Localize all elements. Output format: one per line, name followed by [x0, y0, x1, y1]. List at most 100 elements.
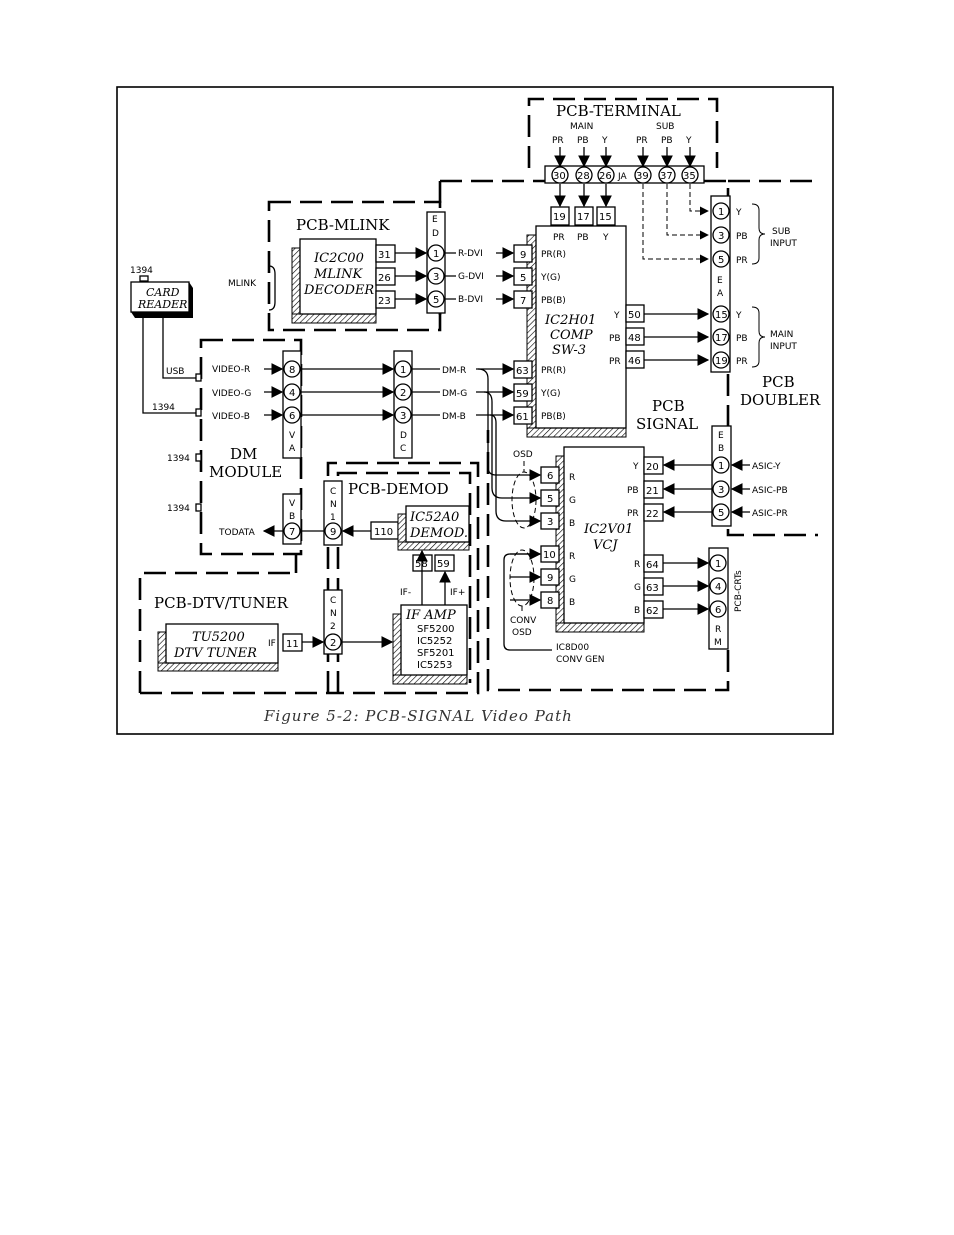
conv-gen-routes [503, 548, 552, 651]
vb-label-b: B [289, 512, 295, 522]
ic2c00-chip [291, 238, 377, 324]
rm-pins: 1 4 6 [709, 554, 727, 618]
main-input-label-1: MAIN [770, 330, 793, 340]
ifamp-part-1: SF5200 [417, 624, 455, 635]
ifamp-part-4: IC5253 [417, 660, 452, 671]
tuner-pin-11: 11 [286, 639, 299, 650]
usb-label: USB [166, 367, 184, 377]
comp-out-pins: Y PB PR 50 48 46 [609, 304, 645, 369]
ea-main-lbl-y: Y [735, 311, 742, 321]
vcj-out-lbl-g: G [634, 583, 641, 593]
comp-pin-15: 15 [599, 212, 612, 223]
vcj-conv-lbl-g: G [569, 575, 576, 585]
dc-pin-2: 2 [400, 388, 406, 399]
va-pins: 8 4 6 [283, 360, 301, 424]
comp-top-lbl-pr: PR [553, 233, 565, 243]
dm-g-label: DM-G [442, 389, 467, 399]
vb-pin-7: 7 [289, 527, 295, 538]
dm-ports [195, 373, 202, 512]
ea-pin-17: 17 [715, 333, 728, 344]
vcj-in-pins: Y PB PR 20 21 22 [627, 456, 664, 522]
terminal-pin-26: 26 [599, 171, 612, 182]
vcj-out-pins: R G B 64 63 62 [634, 554, 664, 619]
mlink-port [268, 265, 276, 311]
vcj-osd-pin-6: 6 [547, 471, 553, 482]
mlink-title: PCB-MLINK [296, 216, 390, 234]
ic2c00-line1: IC2C00 [313, 251, 364, 266]
card-reader [130, 281, 193, 318]
ea-main-lbl-pb: PB [736, 334, 748, 344]
terminal-sig-1: PR [552, 136, 564, 146]
terminal-main-label: MAIN [570, 122, 593, 132]
vb-label-v: V [289, 499, 296, 509]
dc-label-d: D [400, 431, 407, 441]
eb-connector [711, 425, 732, 527]
terminal-pin-30: 30 [553, 171, 566, 182]
comp-pin-17: 17 [577, 212, 590, 223]
terminal-sig-2: PB [577, 136, 589, 146]
ic2v01-line2: VCJ [593, 538, 618, 553]
ea-sub-lbl-pr: PR [736, 256, 748, 266]
comp-dm-lbl-2: Y(G) [540, 389, 561, 399]
dm-to-vcj-routes [477, 368, 542, 527]
vcj-out-pin-62: 62 [646, 606, 659, 617]
eb-label-b: B [718, 444, 724, 454]
comp-out-pin-48: 48 [628, 333, 641, 344]
vcj-out-pin-64: 64 [646, 560, 659, 571]
comp-dvi-lbl-2: Y(G) [540, 273, 561, 283]
comp-dvi-pin-7: 7 [520, 296, 526, 307]
ifamp-out-pins: 58 59 [412, 554, 455, 572]
mlink-pin-23: 23 [378, 296, 391, 307]
ed-pin-5: 5 [433, 295, 439, 306]
ed-pin-3: 3 [433, 272, 439, 283]
dm-1394-label-3: 1394 [167, 504, 190, 514]
ea-pin-19: 19 [715, 356, 728, 367]
if-minus-label: IF- [400, 588, 411, 598]
comp-out-pin-50: 50 [628, 310, 641, 321]
va-label-v: V [289, 431, 296, 441]
ic2h01-line3: SW-3 [552, 343, 586, 358]
ifamp-pin-59: 59 [437, 559, 450, 570]
card-reader-line2: READER [137, 298, 187, 311]
tu5200-chip [157, 623, 279, 672]
vcj-osd-lbl-r: R [569, 473, 575, 483]
vcj-in-lbl-pb: PB [627, 486, 639, 496]
ic2h01-line2: COMP [550, 328, 593, 343]
vcj-in-lbl-pr: PR [627, 509, 639, 519]
rm-pin-6: 6 [715, 605, 721, 616]
ic2c00-line3: DECODER [303, 283, 374, 298]
mlink-pin-31: 31 [378, 250, 391, 261]
ic2h01-line1: IC2H01 [544, 313, 596, 328]
dtv-title: PCB-DTV/TUNER [154, 594, 289, 612]
comp-out-lbl-y: Y [613, 311, 620, 321]
osd-ellipse [511, 471, 537, 529]
card-reader-port [139, 275, 149, 282]
ic2v01-line1: IC2V01 [583, 522, 633, 537]
eb-pin-1: 1 [718, 461, 724, 472]
cn2-pin-2: 2 [330, 638, 336, 649]
vcj-conv-lbl-b: B [569, 598, 575, 608]
rm-label-r: R [715, 625, 721, 635]
ea-label-e: E [717, 276, 723, 286]
ea-pin-3: 3 [718, 231, 724, 242]
comp-dvi-lbl-3: PB(B) [541, 296, 566, 306]
r-dvi-label: R-DVI [458, 249, 483, 259]
vb-pin-circle [283, 522, 301, 540]
ic2h01-chip [526, 225, 627, 438]
comp-pin-19: 19 [553, 212, 566, 223]
comp-dvi-pin-9: 9 [520, 250, 526, 261]
conv-osd-ellipse [509, 549, 535, 607]
mlink-label: MLINK [228, 279, 257, 289]
tuner-if-label: IF [268, 639, 276, 649]
video-b-label: VIDEO-B [212, 412, 250, 422]
vcj-conv-lbl-r: R [569, 552, 575, 562]
comp-top-lbl-y: Y [602, 233, 609, 243]
asic-y-label: ASIC-Y [752, 462, 781, 472]
figure-caption: Figure 5-2: PCB-SIGNAL Video Path [263, 707, 573, 725]
card-reader-line1: CARD [146, 286, 180, 299]
comp-out-lbl-pr: PR [609, 357, 621, 367]
demod-pin-110: 110 [374, 527, 393, 538]
terminal-pin-28: 28 [577, 171, 590, 182]
comp-out-lbl-pb: PB [609, 334, 621, 344]
demod-boundary [326, 461, 480, 695]
